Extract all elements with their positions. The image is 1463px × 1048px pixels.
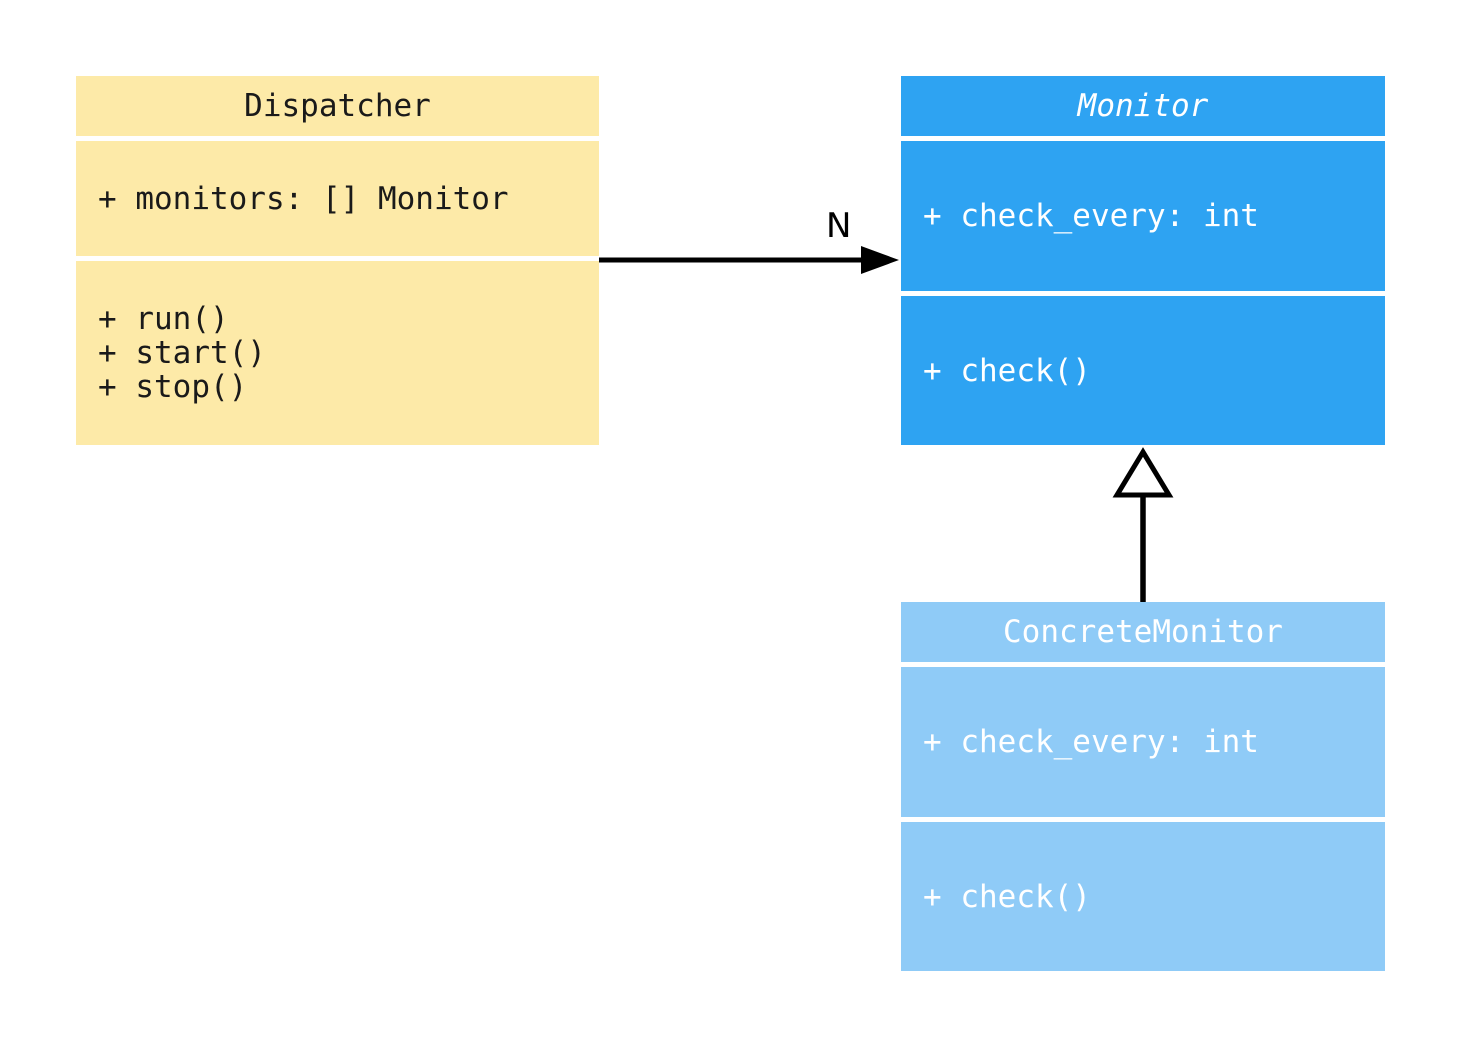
class-title: ConcreteMonitor [901,602,1385,662]
generalization-edge [1112,447,1174,602]
class-dispatcher[interactable]: Dispatcher + monitors: [] Monitor + run(… [76,76,599,445]
method-entry: + check() [923,878,1091,915]
class-title: Dispatcher [76,76,599,136]
class-monitor[interactable]: Monitor + check_every: int + check() [901,76,1385,445]
methods-compartment: + run() + start() + stop() [76,261,599,445]
multiplicity-label: N [826,206,852,246]
class-concretemonitor[interactable]: ConcreteMonitor + check_every: int + che… [901,602,1385,971]
attributes-compartment: + check_every: int [901,141,1385,291]
association-edge [599,246,899,274]
method-entry: + check() [923,352,1091,389]
hollow-triangle-icon [1112,447,1174,498]
method-entry: + stop() [98,369,248,405]
attributes-compartment: + monitors: [] Monitor [76,141,599,256]
methods-compartment: + check() [901,296,1385,445]
attribute-entry: + monitors: [] Monitor [98,180,509,217]
methods-compartment: + check() [901,822,1385,971]
method-entry: + start() [98,335,266,371]
class-title: Monitor [901,76,1385,136]
method-entry: + run() [98,301,229,337]
attributes-compartment: + check_every: int [901,667,1385,817]
attribute-entry: + check_every: int [923,724,1259,760]
filled-arrowhead-icon [861,246,899,274]
attribute-entry: + check_every: int [923,198,1259,234]
